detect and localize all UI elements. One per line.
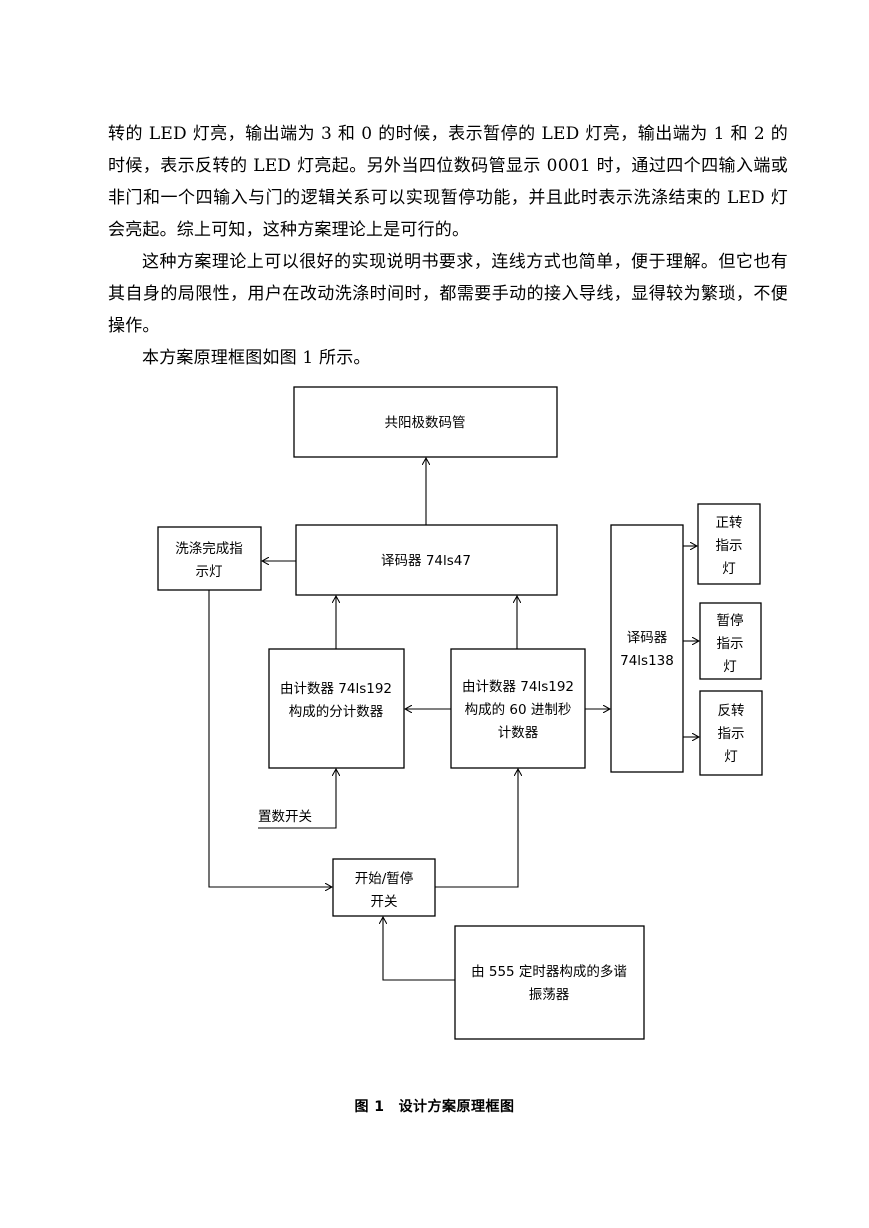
decoder-74ls47-box: 译码器 74ls47 bbox=[295, 524, 558, 596]
decoder-74ls138-label-line1: 译码器 bbox=[627, 630, 668, 646]
pause-lamp-box: 暂停 指示 灯 bbox=[699, 602, 762, 680]
wash-done-label-line2: 示灯 bbox=[196, 564, 223, 580]
minute-counter-label-line1: 由计数器 74ls192 bbox=[280, 681, 392, 697]
minute-counter-box: 由计数器 74ls192 构成的分计数器 bbox=[268, 648, 405, 769]
decoder-74ls138-label-line2: 74ls138 bbox=[620, 653, 674, 669]
start-pause-label-line1: 开始/暂停 bbox=[355, 870, 414, 887]
wash-done-label-line1: 洗涤完成指 bbox=[175, 541, 243, 557]
start-pause-switch-box: 开始/暂停 开关 bbox=[332, 858, 436, 917]
figure-number: 图 1 bbox=[354, 1099, 385, 1115]
forward-lamp-label-line3: 灯 bbox=[722, 561, 736, 577]
display-box: 共阳极数码管 bbox=[293, 386, 558, 458]
reverse-lamp-label-line3: 灯 bbox=[724, 749, 738, 765]
oscillator-box: 由 555 定时器构成的多谐 振荡器 bbox=[454, 925, 645, 1040]
wash-done-lamp-box: 洗涤完成指 示灯 bbox=[157, 526, 262, 591]
start-pause-label-line2: 开关 bbox=[371, 894, 398, 910]
second-counter-box: 由计数器 74ls192 构成的 60 进制秒 计数器 bbox=[450, 648, 586, 769]
paragraph-3: 本方案原理框图如图 1 所示。 bbox=[142, 348, 371, 368]
preset-switch-label: 置数开关 bbox=[258, 809, 312, 825]
second-counter-label-line3: 计数器 bbox=[498, 725, 539, 741]
figure-caption: 图 1 设计方案原理框图 bbox=[0, 1096, 869, 1116]
decoder-74ls47-label: 译码器 74ls47 bbox=[381, 553, 471, 569]
oscillator-label-line2: 振荡器 bbox=[529, 987, 570, 1003]
second-counter-label-line1: 由计数器 74ls192 bbox=[462, 679, 574, 695]
oscillator-label-line1: 由 555 定时器构成的多谐 bbox=[471, 963, 627, 980]
forward-lamp-label-line2: 指示 bbox=[716, 538, 743, 554]
decoder-74ls138-box: 译码器 74ls138 bbox=[610, 524, 684, 773]
second-counter-label-line2: 构成的 60 进制秒 bbox=[465, 702, 572, 718]
connection-wires bbox=[208, 458, 699, 981]
pause-lamp-label-line1: 暂停 bbox=[717, 612, 744, 629]
forward-lamp-box: 正转 指示 灯 bbox=[697, 503, 761, 585]
paragraph-1: 转的 LED 灯亮，输出端为 3 和 0 的时候，表示暂停的 LED 灯亮，输出… bbox=[108, 124, 788, 240]
reverse-lamp-label-line2: 指示 bbox=[718, 726, 745, 742]
pause-lamp-label-line2: 指示 bbox=[717, 636, 744, 652]
reverse-lamp-label-line1: 反转 bbox=[718, 703, 745, 719]
display-label: 共阳极数码管 bbox=[385, 415, 466, 431]
pause-lamp-label-line3: 灯 bbox=[723, 659, 737, 675]
figure-title: 设计方案原理框图 bbox=[398, 1099, 515, 1115]
forward-lamp-label-line1: 正转 bbox=[716, 515, 743, 531]
minute-counter-label-line2: 构成的分计数器 bbox=[289, 704, 384, 720]
paragraph-2: 这种方案理论上可以很好的实现说明书要求，连线方式也简单，便于理解。但它也有其自身… bbox=[108, 252, 788, 336]
reverse-lamp-box: 反转 指示 灯 bbox=[699, 690, 763, 776]
